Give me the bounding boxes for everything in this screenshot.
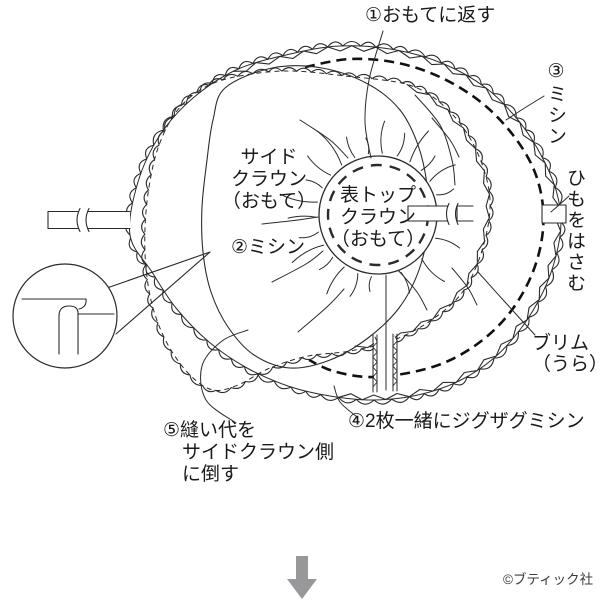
step1-turn-right-side-out-label: ①おもてに返す: [365, 5, 496, 26]
brim-outer-inner-line: [128, 45, 562, 401]
seam-fold-magnifier: [12, 251, 211, 369]
step5-seam-allowance-label: ⑤縫い代を サイドクラウン側 に倒す: [163, 420, 334, 486]
side-crown-seam-scalloped-edge: [140, 67, 494, 394]
side-crown-line1: サイド: [240, 147, 298, 168]
step3-machine-stitch-label: ③ミシン: [545, 60, 566, 147]
seam-zigzag-stitch: [354, 83, 491, 349]
side-crown-line3: （おもて）: [221, 191, 317, 212]
label-leader-lines: [200, 30, 570, 424]
seam-stitch-dashed-line: [144, 70, 491, 391]
copyright-label: ©ブティック社: [503, 572, 594, 587]
top-crown-line2: クラウン: [339, 207, 416, 228]
brim-line2: （うら）: [532, 354, 600, 375]
step5-line1: ⑤縫い代を: [163, 420, 257, 441]
top-crown-line1: 表トップ: [339, 185, 416, 206]
left-cord: [47, 207, 131, 233]
fold-detail-flap: [58, 305, 79, 355]
step5-line2: サイドクラウン側: [182, 442, 335, 463]
magnifier-pointer: [106, 251, 211, 335]
step5-line3: に倒す: [182, 464, 240, 485]
cord-end-band: [372, 274, 398, 393]
top-crown-label: 表トップ クラウン （おもて）: [308, 185, 448, 251]
brim-label: ブリム （うら）: [532, 333, 600, 375]
brim-edge-zigzag-stitch: [232, 45, 562, 401]
right-cord: [407, 202, 474, 226]
fabric-wrinkle-lines: [261, 94, 478, 333]
brim-line1: ブリム: [532, 333, 590, 354]
down-arrow-icon: [287, 556, 317, 599]
step4-zigzag-stitch-label: ④2枚一緒にジグザグミシン: [348, 411, 585, 432]
brim-outer-scalloped-edge: [124, 40, 566, 405]
side-crown-label: サイド クラウン （おもて）: [203, 147, 335, 213]
cord-exit-tab: [541, 204, 567, 224]
fold-detail-curve: [78, 298, 87, 310]
cord-insert-label: ひもをはさむ: [564, 168, 585, 294]
step2-machine-stitch-label: ②ミシン: [231, 237, 306, 258]
top-crown-line3: （おもて）: [330, 229, 426, 250]
side-crown-outline: [201, 65, 430, 369]
side-crown-line2: クラウン: [230, 169, 307, 190]
